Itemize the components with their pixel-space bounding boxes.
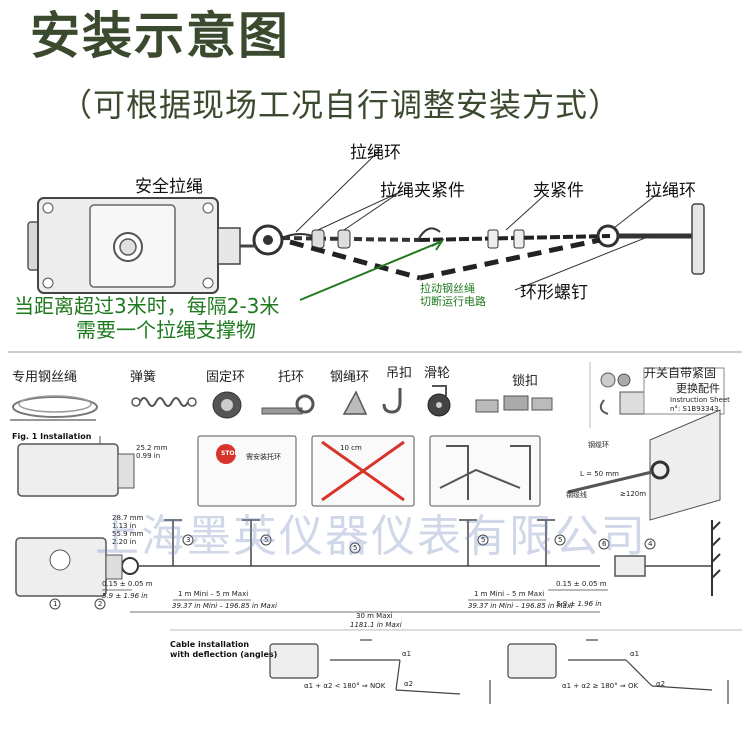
accessory-label-fixing-ring: 固定环	[206, 370, 246, 385]
eye-bolt-wall	[567, 409, 721, 521]
inset-pulley-frames	[439, 445, 531, 500]
dim-total: 30 m Maxi	[356, 612, 393, 620]
sheet-number: n°: S1B93343	[670, 405, 719, 413]
dim-span2-in: 39.37 in Mini – 196.85 in Maxi	[468, 602, 573, 610]
instruction-sheet: Instruction Sheet	[670, 396, 730, 404]
accessory-support-ring	[261, 394, 315, 415]
accessory-wire-coil	[10, 395, 98, 421]
deflection-title-2: with deflection (angles)	[170, 650, 278, 659]
label-rope-clamp: 拉绳夹紧件	[380, 181, 465, 201]
deflection-right-rule: α1 + α2 ≥ 180° ⇒ OK	[562, 682, 639, 690]
callout-4: 4	[648, 540, 653, 548]
label-eye-bolt: 环形螺钉	[520, 283, 588, 303]
deflection-right-a2: α2	[656, 680, 666, 688]
label-safety-pull-switch: 安全拉绳	[135, 177, 203, 197]
callout-5a: 5	[264, 536, 269, 544]
inset-cross	[321, 440, 405, 502]
accessory-pulley	[427, 385, 451, 417]
dim-span2: 1 m Mini – 5 m Maxi	[474, 590, 545, 598]
support-note-line1: 当距离超过3米时，每隔2-3米	[14, 294, 280, 318]
dim-gap1: 0.15 ± 0.05 m	[102, 580, 153, 588]
deflection-left-a1: α1	[402, 650, 412, 658]
dim-gap2-in: 5.9 ± 1.96 in	[556, 600, 602, 608]
stop-label: STOP	[221, 450, 239, 457]
dim-d2-in: 1.13 in	[112, 522, 137, 530]
wall	[711, 520, 721, 596]
accessory-label-support-ring: 托环	[278, 370, 305, 385]
label-pull-rope-ring-2: 拉绳环	[645, 181, 696, 201]
dimension-lines	[102, 589, 608, 613]
deflection-right	[507, 639, 729, 704]
green-arrow	[299, 238, 445, 301]
pulled-rope-dashed	[289, 237, 601, 281]
accessory-label-spring: 弹簧	[130, 370, 157, 385]
switch-side-view	[17, 436, 135, 497]
callout-1: 1	[53, 600, 58, 608]
dim-span1: 1 m Mini – 5 m Maxi	[178, 590, 249, 598]
deflection-left-rule: α1 + α2 < 180° ⇒ NOK	[304, 682, 386, 690]
label-clamp: 夹紧件	[533, 181, 584, 201]
callout-circles	[49, 534, 656, 610]
callout-5b: 5	[353, 544, 358, 552]
accessory-fixing-ring	[212, 391, 242, 419]
deflection-left	[269, 639, 491, 704]
dim-d1: 25.2 mm	[136, 444, 168, 452]
page-subtitle: （可根据现场工况自行调整安装方式）	[60, 86, 622, 124]
label-pull-rope-ring-1: 拉绳环	[350, 143, 401, 163]
accessory-label-wire: 专用钢丝绳	[12, 370, 78, 385]
kit-title: 开关自带紧固	[644, 366, 717, 380]
dim-d3: 55.9 mm	[112, 530, 144, 538]
dim-d1-in: 0.99 in	[136, 452, 161, 460]
accessory-label-thimble: 钢绳环	[330, 370, 370, 385]
accessory-lock-buckle	[475, 395, 553, 413]
callout-2: 2	[98, 600, 103, 608]
kit-subtitle: 更换配件	[676, 382, 720, 395]
callout-3: 3	[186, 536, 191, 544]
callout-6: 6	[602, 540, 607, 548]
accessory-spring	[131, 397, 197, 407]
dim-total-in: 1181.1 in Maxi	[350, 621, 402, 629]
dim-gap2: 0.15 ± 0.05 m	[556, 580, 607, 588]
accessory-thimble	[342, 390, 368, 415]
inset-dim-10cm: 10 cm	[340, 444, 362, 452]
installation-switch	[15, 537, 139, 597]
fig-label: Fig. 1 Installation	[12, 432, 92, 441]
callout-5d: 5	[558, 536, 563, 544]
accessory-hook	[382, 388, 402, 414]
inset-boxes	[197, 435, 541, 507]
pull-switch-illustration	[27, 197, 284, 294]
dim-span1-in: 39.37 in Mini – 196.85 in Maxi	[172, 602, 277, 610]
label-wire-note: 拉动钢丝绳 切断运行电路	[420, 282, 486, 308]
dim-d3-in: 2.20 in	[112, 538, 137, 546]
inset-dim-50: L = 50 mm	[580, 470, 619, 478]
dim-d2: 28.7 mm	[112, 514, 144, 522]
installation-cable	[138, 555, 712, 577]
deflection-right-a1: α1	[630, 650, 640, 658]
callout-5c: 5	[481, 536, 486, 544]
support-note-line2: 需要一个拉绳支撑物	[76, 318, 256, 342]
deflection-title-1: Cable installation	[170, 640, 250, 649]
accessory-label-hook: 吊扣	[386, 366, 413, 381]
inset-dim-120: ≥120m	[620, 490, 647, 498]
inset-support-note: 需安装托环	[246, 453, 281, 461]
deflection-left-a2: α2	[404, 680, 414, 688]
stop-sign	[216, 444, 236, 464]
dim-gap1-in: 5.9 ± 1.96 in	[102, 592, 148, 600]
accessory-label-pulley: 滑轮	[424, 366, 451, 381]
page-title: 安装示意图	[30, 7, 290, 65]
inset-cable-ring: 钢缆环	[588, 441, 609, 449]
supports	[164, 519, 555, 566]
inset-wire: 钢缆线	[566, 491, 587, 499]
wire-rope	[281, 203, 705, 275]
accessory-kit	[599, 367, 725, 415]
company-watermark: 上海墨英仪器仪表有限公司	[95, 511, 647, 562]
accessory-label-lock: 锁扣	[512, 374, 539, 389]
